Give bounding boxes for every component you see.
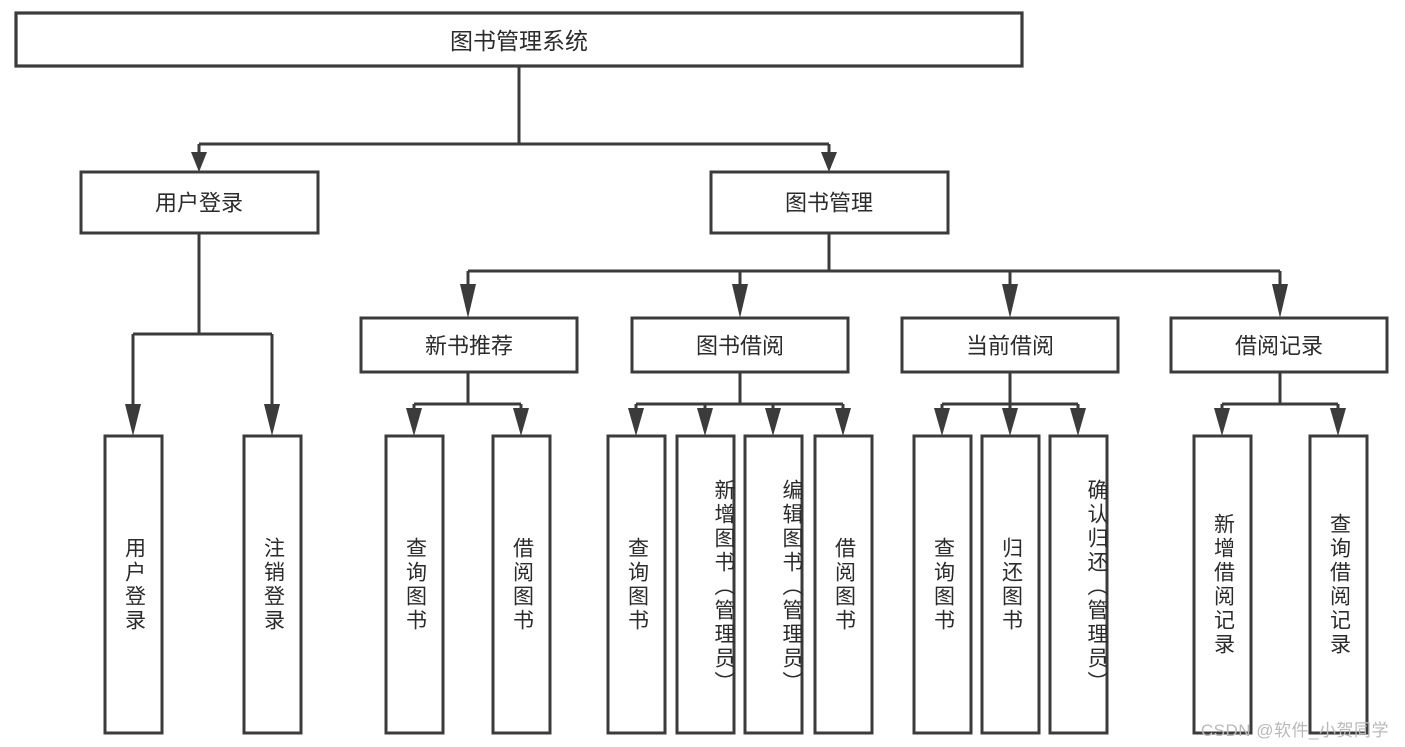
arrowhead-borrow-record xyxy=(1272,284,1288,318)
leaf-box-user-login[interactable] xyxy=(103,434,164,735)
leaf-box-br-add-record[interactable] xyxy=(1192,434,1253,735)
node-current-borrow[interactable]: 当前借阅 xyxy=(900,316,1120,374)
node-user-login-label: 用户登录 xyxy=(155,191,243,216)
arrowhead-leaf-cb-2 xyxy=(1002,408,1018,436)
node-book-management-label: 图书管理 xyxy=(785,191,873,216)
node-borrow-record-label: 借阅记录 xyxy=(1235,334,1323,359)
arrowhead-user-login xyxy=(191,152,207,172)
node-new-book-recommend[interactable]: 新书推荐 xyxy=(359,316,579,374)
leaf-box-cb-query-book[interactable] xyxy=(912,434,973,735)
leaf-box-cb-confirm-return[interactable] xyxy=(1048,434,1109,735)
leaf-box-bb-add-book[interactable] xyxy=(675,434,736,735)
nodes-layer: 图书管理系统 用户登录 图书管理 新书推荐 图书借阅 当前 xyxy=(14,11,1389,735)
node-current-borrow-label: 当前借阅 xyxy=(966,334,1054,359)
arrowhead-leaf-bb-3 xyxy=(765,408,781,436)
arrowhead-leaf-nbr-2 xyxy=(513,408,529,436)
arrowhead-leaf-nbr-1 xyxy=(406,408,422,436)
leaf-box-bb-borrow-book[interactable] xyxy=(813,434,874,735)
csdn-watermark: CSDN @软件_小贺同学 xyxy=(1200,721,1389,740)
node-user-login[interactable]: 用户登录 xyxy=(79,170,320,235)
node-root-label: 图书管理系统 xyxy=(450,28,588,54)
arrowhead-book-borrow xyxy=(732,284,748,318)
arrowhead-leaf-user-login xyxy=(125,404,141,436)
arrowhead-leaf-br-2 xyxy=(1330,408,1346,436)
arrowhead-leaf-cb-1 xyxy=(934,408,950,436)
leaf-box-nbr-borrow-book[interactable] xyxy=(491,434,552,735)
arrowhead-book-mgmt xyxy=(821,152,837,172)
arrowhead-leaf-bb-1 xyxy=(628,408,644,436)
leaf-box-logout[interactable] xyxy=(242,434,303,735)
arrowhead-leaf-bb-4 xyxy=(835,408,851,436)
node-root-system[interactable]: 图书管理系统 xyxy=(14,11,1024,68)
arrowhead-leaf-logout xyxy=(264,404,280,436)
arrowhead-leaf-bb-2 xyxy=(697,408,713,436)
leaf-box-bb-query-book[interactable] xyxy=(606,434,667,735)
arrowhead-leaf-br-1 xyxy=(1214,408,1230,436)
node-borrow-record[interactable]: 借阅记录 xyxy=(1169,316,1389,374)
node-new-book-recommend-label: 新书推荐 xyxy=(425,334,513,359)
edges-layer xyxy=(125,66,1346,436)
arrowhead-leaf-cb-3 xyxy=(1070,408,1086,436)
arrowhead-new-book-rec xyxy=(460,284,476,318)
node-book-borrow[interactable]: 图书借阅 xyxy=(630,316,850,374)
node-book-borrow-label: 图书借阅 xyxy=(696,334,784,359)
node-book-management[interactable]: 图书管理 xyxy=(709,170,950,235)
leaf-box-bb-edit-book[interactable] xyxy=(743,434,804,735)
arrowhead-current-borrow xyxy=(1002,284,1018,318)
leaf-box-br-query-record[interactable] xyxy=(1308,434,1369,735)
leaf-box-cb-return-book[interactable] xyxy=(980,434,1041,735)
leaf-box-nbr-query-book[interactable] xyxy=(384,434,445,735)
